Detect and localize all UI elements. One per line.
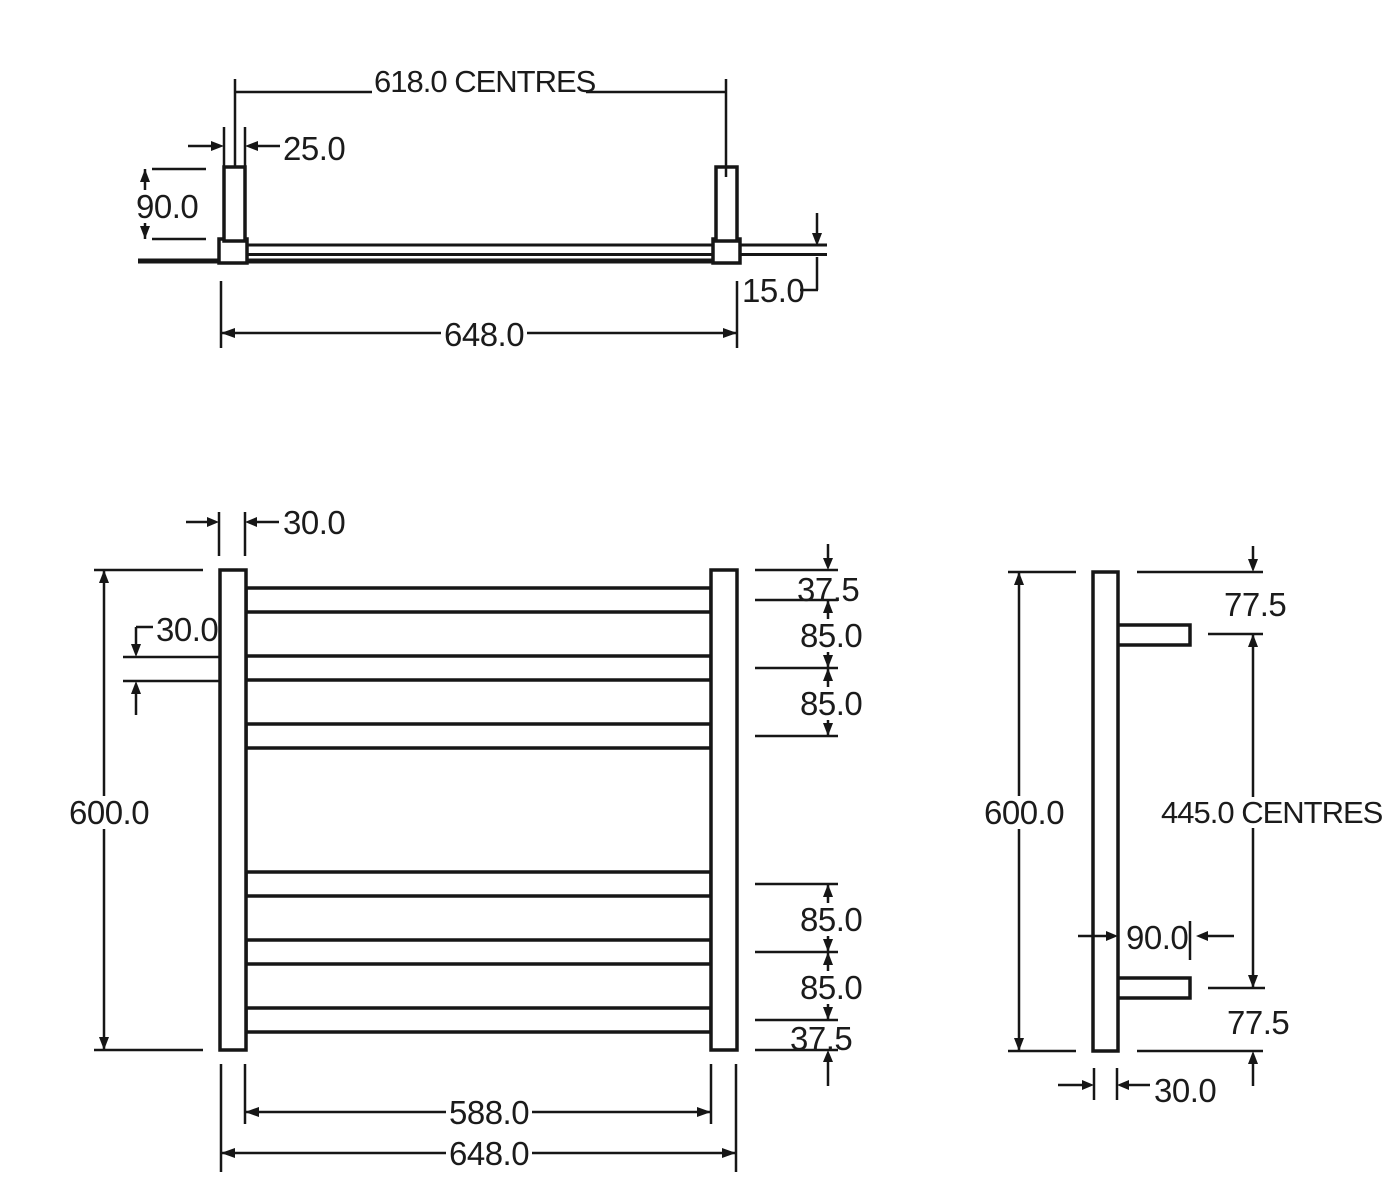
dim-label-overall-width-top: 648.0 (441, 318, 528, 351)
arrowhead (99, 1037, 109, 1050)
dim-label-post-width: 30.0 (283, 504, 346, 541)
dim-label-top-centres: 618.0 CENTRES (374, 64, 596, 99)
arrowhead (723, 328, 737, 338)
dim-label-bar-wall-gap: 15.0 (742, 272, 805, 309)
mount-bracket-bottom (1114, 976, 1192, 1000)
rail-1 (244, 586, 713, 614)
dim-label-bracket-depth-side: 90.0 (1126, 919, 1189, 956)
arrowhead (812, 233, 822, 246)
rail-spacing-extension-lines (755, 568, 838, 1052)
arrowhead (245, 517, 257, 527)
dim-30-side (1058, 1068, 1150, 1100)
arrowhead (1248, 634, 1258, 647)
front-view (94, 512, 838, 1172)
dim-label-bottom-bar-offset: 37.5 (790, 1020, 853, 1057)
dim-label-bracket-depth-top: 90.0 (133, 190, 202, 223)
rail-2 (244, 654, 713, 682)
arrowhead (207, 517, 219, 527)
dim-30-rail-thickness (123, 625, 219, 715)
rail-spacing-arrowheads (823, 558, 833, 1062)
arrowhead (131, 681, 141, 694)
arrowhead (1117, 1080, 1129, 1090)
arrowhead (1106, 931, 1118, 941)
dim-label-height-front: 600.0 (66, 796, 153, 829)
post-left (218, 568, 248, 1052)
arrowhead (221, 328, 235, 338)
dim-label-inner-width: 588.0 (446, 1096, 533, 1129)
arrowhead (1248, 1051, 1258, 1064)
dim-label-bottom-bracket-offset: 77.5 (1227, 1004, 1290, 1041)
dim-label-top-bracket-offset: 77.5 (1224, 586, 1287, 623)
dim-77-5-bottom (1137, 986, 1265, 1086)
dim-label-bar-pitch-1: 85.0 (797, 619, 866, 652)
post-right (709, 568, 739, 1052)
dim-label-bar-pitch-3: 85.0 (797, 903, 866, 936)
rail-4 (244, 870, 713, 898)
arrowhead (221, 1148, 235, 1158)
bracket-stem-right (714, 165, 739, 243)
dim-label-height-side: 600.0 (981, 796, 1068, 829)
arrowhead (1248, 975, 1258, 988)
arrowhead (211, 141, 224, 151)
dim-label-top-bar-offset: 37.5 (797, 571, 860, 608)
arrowhead (140, 226, 150, 239)
arrowhead (697, 1107, 711, 1117)
arrowhead (131, 644, 141, 657)
wall-plate-left (217, 237, 249, 265)
arrowhead (245, 141, 258, 151)
dim-25 (188, 127, 280, 177)
arrowhead (1082, 1080, 1094, 1090)
dim-618-centres (233, 79, 728, 177)
mount-bracket-top (1114, 623, 1192, 647)
dim-label-post-depth: 30.0 (1154, 1072, 1217, 1109)
top-view (138, 79, 827, 348)
post-side-profile (1091, 570, 1120, 1053)
arrowhead (245, 1107, 259, 1117)
arrowhead (99, 570, 109, 583)
dim-label-overall-width-front: 648.0 (446, 1137, 533, 1170)
dim-30-post-width (186, 512, 279, 556)
dim-90-side (1078, 921, 1234, 960)
bracket-stem-left (222, 165, 247, 243)
arrowhead (722, 1148, 736, 1158)
rail-5 (244, 938, 713, 966)
dim-label-rail-thickness: 30.0 (156, 611, 219, 648)
arrowhead (1196, 931, 1208, 941)
arrowhead (1014, 572, 1024, 585)
dim-label-bracket-width: 25.0 (283, 130, 346, 167)
dim-label-bar-pitch-2: 85.0 (797, 687, 866, 720)
arrowhead (140, 169, 150, 182)
dim-label-bracket-centres: 445.0 CENTRES (1158, 797, 1386, 828)
rail-3 (244, 722, 713, 750)
dim-label-bar-pitch-4: 85.0 (797, 971, 866, 1004)
arrowhead (1014, 1038, 1024, 1051)
dim-15-leader (800, 213, 819, 292)
arrowhead (1248, 559, 1258, 572)
rail-6 (244, 1006, 713, 1034)
